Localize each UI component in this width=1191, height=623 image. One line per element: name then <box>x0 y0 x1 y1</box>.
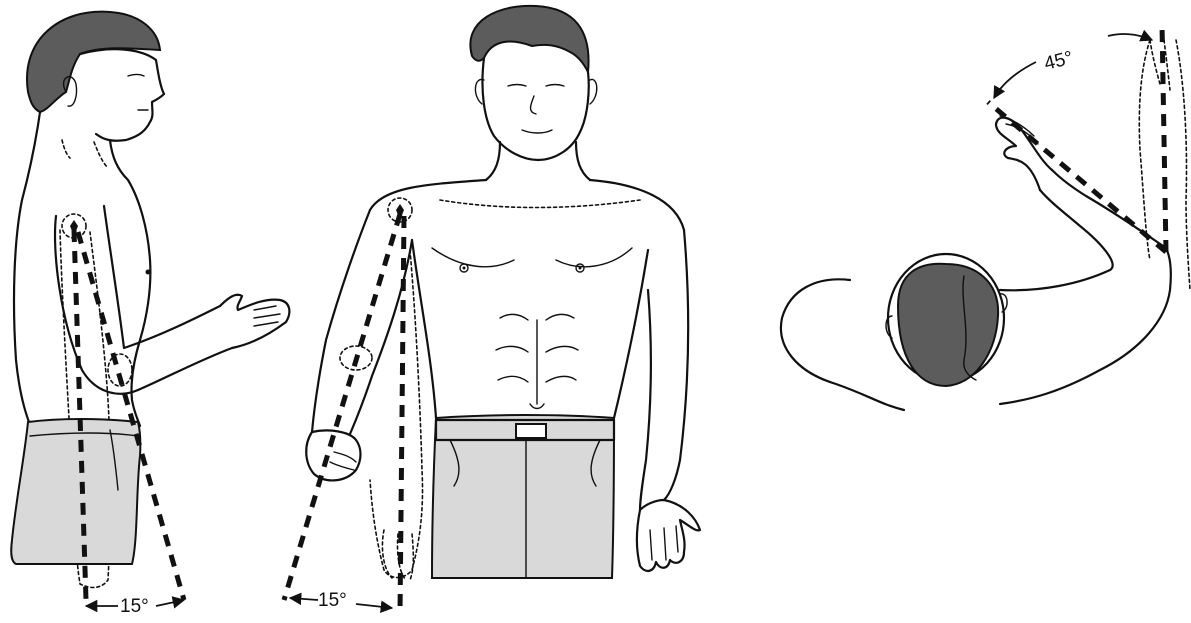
front-view-collarbone <box>440 200 640 208</box>
front-view-face <box>482 58 588 160</box>
side-view-arm-inner <box>104 206 220 348</box>
side-view-arm-upper <box>55 216 138 394</box>
side-view-forearm-lower <box>138 348 232 390</box>
front-view-hand-lines <box>650 526 678 560</box>
front-view-open-hand <box>637 500 700 571</box>
side-view-head-outline <box>80 49 164 141</box>
top-view-ghost-hand <box>1150 40 1170 90</box>
side-view-pants <box>11 419 140 564</box>
side-view-angle-arrow-right <box>156 600 184 606</box>
front-view-angle-label: 15° <box>318 590 347 611</box>
side-view-fingers <box>254 306 280 326</box>
top-view-vertical-reference <box>1162 24 1166 252</box>
front-view-mouth <box>522 130 552 133</box>
top-view-figure: 45° <box>781 24 1190 410</box>
front-view-eye-left <box>508 85 526 87</box>
front-view-angle-arrow-left <box>290 598 318 600</box>
front-view-abs <box>496 314 578 408</box>
side-view-hair <box>27 12 160 112</box>
front-view-right-arm <box>664 230 688 500</box>
front-view-shoulder-left <box>370 180 486 210</box>
front-view-neck-left <box>486 142 500 180</box>
front-view-torso-right <box>614 250 648 418</box>
top-view-angle-label: 45° <box>1042 48 1075 75</box>
front-view-eye-right <box>546 85 564 87</box>
front-view-figure: 15° <box>284 6 700 614</box>
front-view-hair <box>470 6 588 72</box>
side-view-figure: 15° <box>11 12 289 617</box>
front-view-belt-buckle <box>516 424 546 438</box>
side-view-back-outline <box>14 112 40 430</box>
front-view-arm-outer <box>312 210 370 432</box>
front-view-angle-arrow-right <box>356 604 392 608</box>
front-view-neck-right <box>576 142 590 180</box>
side-view-eye <box>128 75 144 77</box>
front-view-fist-fingers <box>330 452 356 470</box>
front-view-nose <box>531 96 537 114</box>
side-view-hand <box>220 295 289 348</box>
front-view-ear-right <box>590 79 597 104</box>
top-view-angle-arrow-right <box>1108 34 1152 40</box>
side-view-neck-line <box>62 140 70 158</box>
top-view-angle-arrow-left <box>994 62 1036 98</box>
front-view-pec-right <box>556 248 632 267</box>
front-view-right-arm-inner <box>640 290 651 510</box>
front-view-pec-left <box>432 248 514 267</box>
front-view-vertical-reference <box>400 216 404 614</box>
side-view-angle-label: 15° <box>120 596 149 617</box>
top-view-arm-inner <box>1000 190 1113 290</box>
side-view-nipple <box>146 270 151 275</box>
front-view-ghost-arm <box>370 250 423 578</box>
top-view-hand <box>996 118 1052 190</box>
side-view-neck-line-2 <box>94 142 108 168</box>
